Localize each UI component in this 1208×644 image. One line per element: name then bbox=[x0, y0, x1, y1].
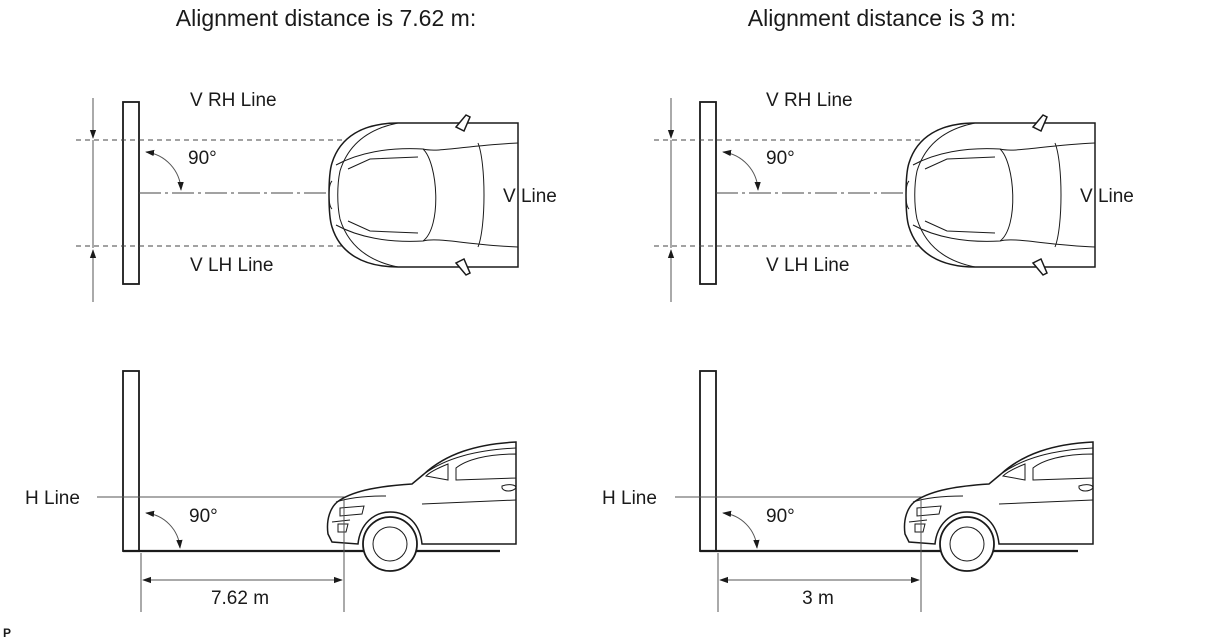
v-lh-line-label: V LH Line bbox=[190, 255, 273, 276]
v-lh-line-label: V LH Line bbox=[766, 255, 849, 276]
v-line-label: V Line bbox=[1080, 186, 1134, 207]
panel-title: Alignment distance is 7.62 m: bbox=[176, 5, 476, 31]
distance-label: 3 m bbox=[802, 588, 834, 609]
side-view: H Line 90° 3 m bbox=[602, 370, 1094, 612]
angle-arc-bottom bbox=[722, 510, 760, 549]
alignment-screen bbox=[122, 370, 140, 552]
angle-top-label: 90° bbox=[766, 148, 795, 169]
angle-bottom-label: 90° bbox=[189, 506, 218, 527]
car-top-view bbox=[328, 114, 519, 276]
distance-label: 7.62 m bbox=[211, 588, 269, 609]
side-view: H Line 90° 7.62 m bbox=[25, 370, 517, 612]
v-line-label: V Line bbox=[503, 186, 557, 207]
car-top-view bbox=[905, 114, 1096, 276]
angle-bottom-label: 90° bbox=[766, 506, 795, 527]
alignment-screen bbox=[699, 101, 717, 285]
v-rh-line-label: V RH Line bbox=[190, 90, 277, 111]
footer-mark: P bbox=[3, 626, 11, 640]
angle-arc-bottom bbox=[145, 510, 183, 549]
angle-arc-top bbox=[145, 149, 184, 191]
panel-left: Alignment distance is 7.62 m: V RH Line … bbox=[25, 5, 557, 612]
panel-title: Alignment distance is 3 m: bbox=[748, 5, 1016, 31]
angle-top-label: 90° bbox=[188, 148, 217, 169]
alignment-screen bbox=[699, 370, 717, 552]
top-view: V RH Line V LH Line V Line 90° bbox=[76, 90, 557, 302]
angle-arc-top bbox=[722, 149, 761, 191]
alignment-screen bbox=[122, 101, 140, 285]
v-rh-line-label: V RH Line bbox=[766, 90, 853, 111]
top-view: V RH Line V LH Line V Line 90° bbox=[654, 90, 1134, 302]
panel-right: Alignment distance is 3 m: V RH Line V L… bbox=[602, 5, 1134, 612]
h-line-label: H Line bbox=[25, 488, 80, 509]
h-line-label: H Line bbox=[602, 488, 657, 509]
